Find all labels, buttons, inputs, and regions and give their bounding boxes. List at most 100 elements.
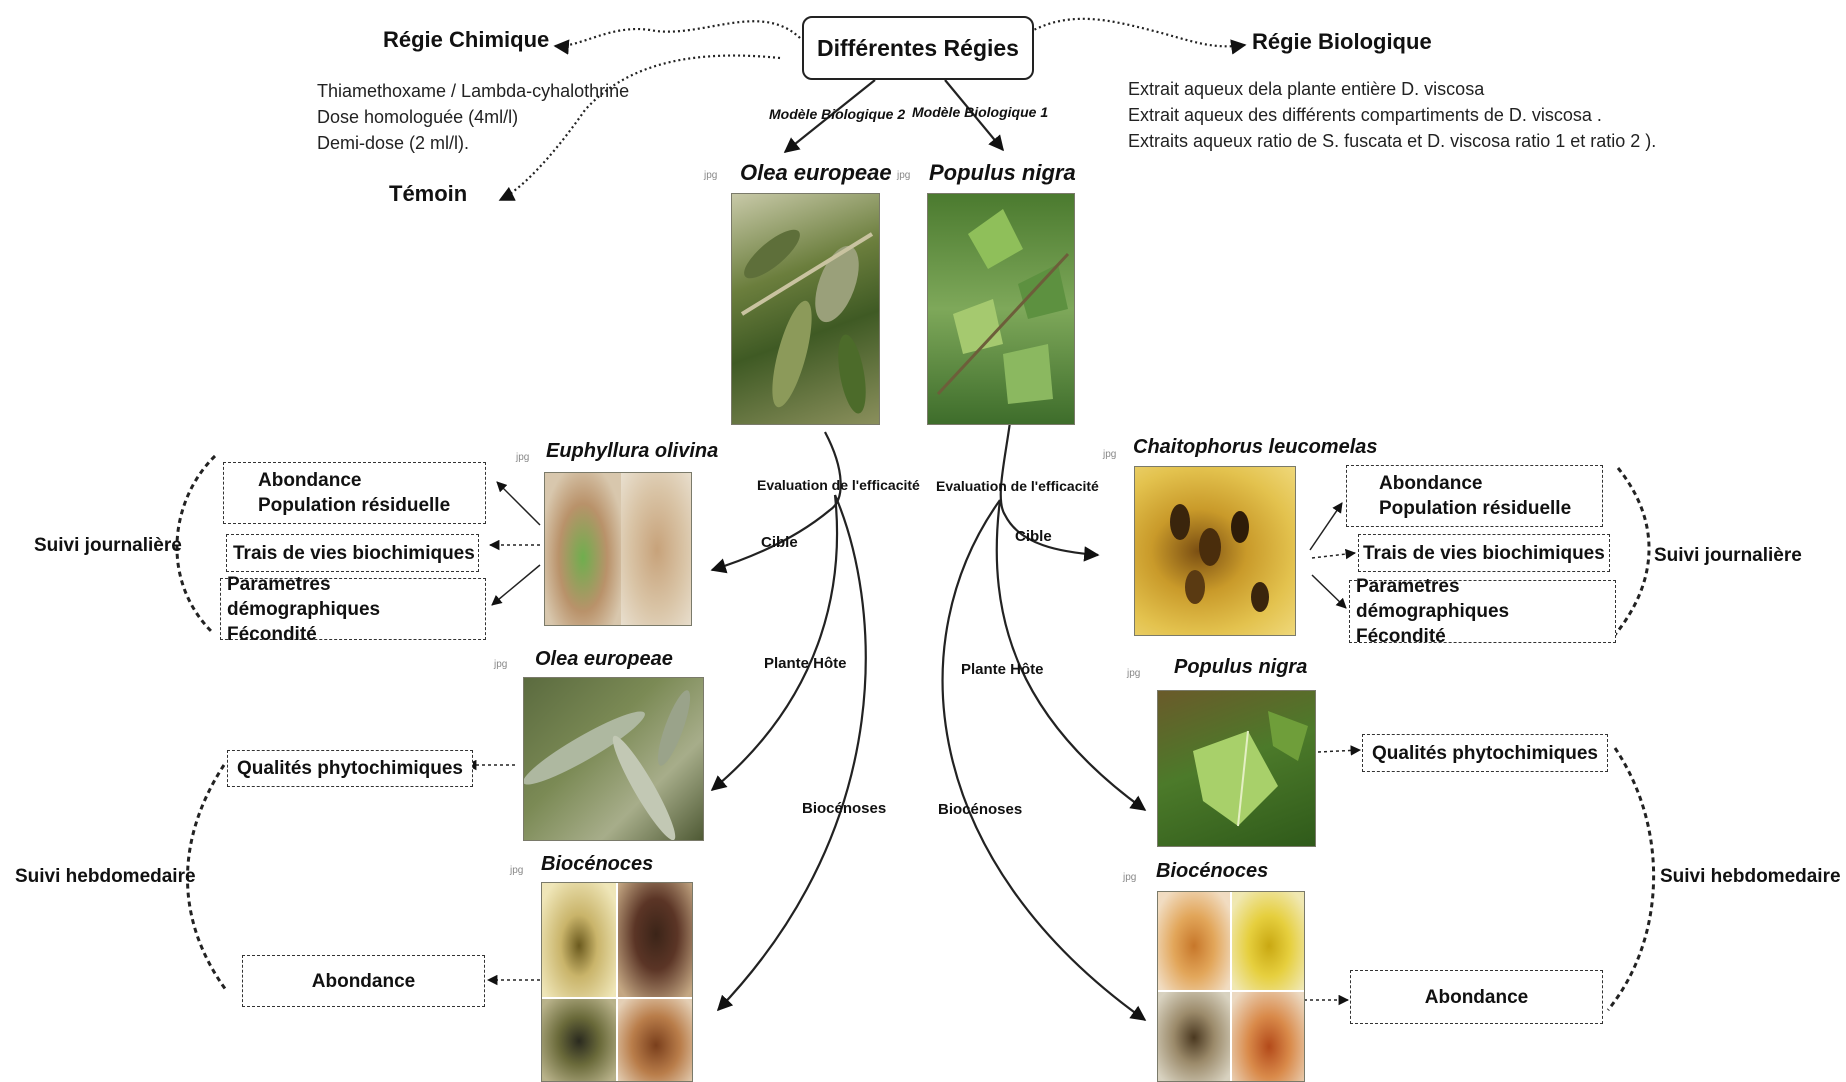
left-suivi-hebdo: Suivi hebdomedaire: [15, 866, 196, 887]
chimique-line-3: Demi-dose (2 ml/l).: [317, 133, 470, 153]
left-abondance-line2: Population résiduelle: [258, 495, 451, 516]
biologique-line-2: Extrait aqueux des différents compartime…: [1128, 105, 1602, 125]
right-plante-hote-label: Plante Hôte: [961, 661, 1044, 678]
arrow-to-regie-biologique: [1029, 17, 1247, 55]
right-cible-label: Cible: [1015, 528, 1052, 545]
left-cible-label: Cible: [761, 534, 798, 551]
poplar-leaf-photo: [1157, 690, 1316, 847]
olive-leaves-photo: [523, 677, 704, 841]
right-suivi-hebdo: Suivi hebdomedaire: [1660, 866, 1841, 887]
right-bio-abondance-text: Abondance: [1424, 986, 1529, 1008]
left-arrow-params: [491, 564, 541, 606]
file-tag: jpg: [494, 659, 508, 670]
arrow-to-regie-chimique: [553, 20, 801, 55]
left-params-line1: Parametres démographiques: [227, 573, 381, 620]
wasp-photo: [542, 999, 616, 1081]
right-suivi-journaliere: Suivi journalière: [1654, 545, 1802, 566]
right-params-line2: Fécondité: [1356, 626, 1446, 647]
regie-chimique-title: Régie Chimique: [383, 27, 550, 52]
right-biocenoses-photo: [1157, 891, 1305, 1082]
left-trunk-cible: [710, 431, 842, 574]
model2-label: Modèle Biologique 2: [769, 106, 906, 122]
left-bio-abondance-text: Abondance: [311, 970, 416, 992]
arrow-to-model2: [783, 79, 876, 153]
right-box-abondance: Abondance Population résiduelle: [1346, 465, 1603, 527]
left-trunk-bio: [716, 494, 867, 1012]
model2-species: Olea europeae: [740, 160, 892, 185]
left-box-abondance: Abondance Population résiduelle: [223, 462, 486, 524]
spider-photo: [618, 999, 692, 1081]
right-box-qualites: Qualités phytochimiques: [1362, 734, 1608, 772]
left-box-qualites: Qualités phytochimiques: [227, 750, 473, 787]
regie-chimique-notes: Thiamethoxame / Lambda-cyhalothrine Dose…: [317, 78, 629, 156]
root-title: Différentes Régies: [817, 34, 1019, 61]
poplar-leaves-icon: [936, 209, 1070, 404]
file-tag: jpg: [704, 170, 718, 181]
euphyllura-photo: [544, 472, 692, 626]
olive-leaf-icon: [524, 690, 691, 840]
right-arrow-params: [1311, 574, 1347, 609]
right-evaluation-label: Evaluation de l'efficacité: [936, 478, 1099, 494]
right-traits-text: Trais de vies biochimiques: [1363, 542, 1605, 564]
chaitophorus-photo: [1134, 466, 1296, 636]
file-tag: jpg: [1127, 668, 1141, 679]
file-tag: jpg: [510, 865, 524, 876]
right-bracket-journaliere: [1612, 467, 1651, 637]
right-bio-title: Biocénoces: [1156, 860, 1269, 882]
right-arrow-qualites: [1317, 745, 1362, 756]
right-arrow-traits: [1311, 548, 1357, 560]
right-target-species: Chaitophorus leucomelas: [1133, 436, 1378, 458]
model1-species: Populus nigra: [929, 160, 1076, 185]
left-arrow-abondance: [496, 481, 541, 526]
left-host-species: Olea europeae: [535, 648, 673, 670]
left-box-params: Parametres démographiques Fécondité: [220, 574, 486, 645]
biologique-line-1: Extrait aqueux dela plante entière D. vi…: [1128, 79, 1485, 99]
ladybird-yellow-photo: [1232, 892, 1304, 990]
left-abondance-line1: Abondance: [258, 470, 362, 491]
poplar-leaf-icon: [1193, 711, 1308, 827]
left-trunk-plante: [710, 494, 839, 791]
right-trunk-plante: [995, 499, 1147, 811]
right-qualites-text: Qualités phytochimiques: [1372, 742, 1598, 764]
right-box-bio-abondance: Abondance: [1350, 970, 1603, 1024]
left-box-bio-abondance: Abondance: [242, 955, 485, 1007]
left-bracket-hebdo: [186, 764, 228, 991]
right-trunk-cible: [999, 421, 1100, 562]
biologique-line-3: Extraits aqueux ratio de S. fuscata et D…: [1128, 131, 1657, 151]
olive-leaves-icon: [740, 229, 874, 414]
right-bracket-hebdo: [1606, 747, 1655, 1011]
right-biocenoses-label: Biocénoses: [938, 801, 1023, 818]
olive-branch-photo: [731, 193, 880, 425]
left-bracket-journaliere: [175, 454, 217, 634]
right-host-species: Populus nigra: [1174, 656, 1308, 678]
chimique-line-2: Dose homologuée (4ml/l): [317, 107, 519, 127]
right-abondance-line1: Abondance: [1379, 473, 1483, 494]
file-tag: jpg: [1103, 449, 1117, 460]
right-box-traits: Trais de vies biochimiques: [1358, 534, 1610, 572]
left-evaluation-label: Evaluation de l'efficacité: [757, 477, 920, 493]
chimique-line-1: Thiamethoxame / Lambda-cyhalothrine: [317, 81, 630, 101]
left-params-line2: Fécondité: [227, 623, 317, 645]
model1-label: Modèle Biologique 1: [912, 104, 1049, 120]
regie-biologique-title: Régie Biologique: [1252, 29, 1432, 54]
right-params-line1: Parametres démographiques: [1356, 576, 1510, 622]
ladybird-orange-photo: [1158, 892, 1230, 990]
left-bio-title: Biocénoces: [541, 853, 654, 875]
left-biocenoses-photo: [541, 882, 693, 1082]
temoin-title: Témoin: [389, 181, 468, 206]
file-tag: jpg: [516, 452, 530, 463]
left-suivi-journaliere: Suivi journalière: [34, 535, 182, 556]
root-node: Différentes Régies: [802, 16, 1034, 80]
file-tag: jpg: [897, 170, 911, 181]
right-trunk-bio: [941, 499, 1147, 1021]
right-arrow-abondance: [1309, 502, 1343, 551]
fly-photo: [542, 883, 616, 997]
right-abondance-line2: Population résiduelle: [1379, 498, 1572, 519]
hoverfly-photo: [1158, 992, 1230, 1081]
left-plante-hote-label: Plante Hôte: [764, 655, 847, 672]
regie-biologique-notes: Extrait aqueux dela plante entière D. vi…: [1128, 76, 1656, 154]
larva-photo: [618, 883, 692, 997]
left-qualites-text: Qualités phytochimiques: [237, 758, 463, 779]
